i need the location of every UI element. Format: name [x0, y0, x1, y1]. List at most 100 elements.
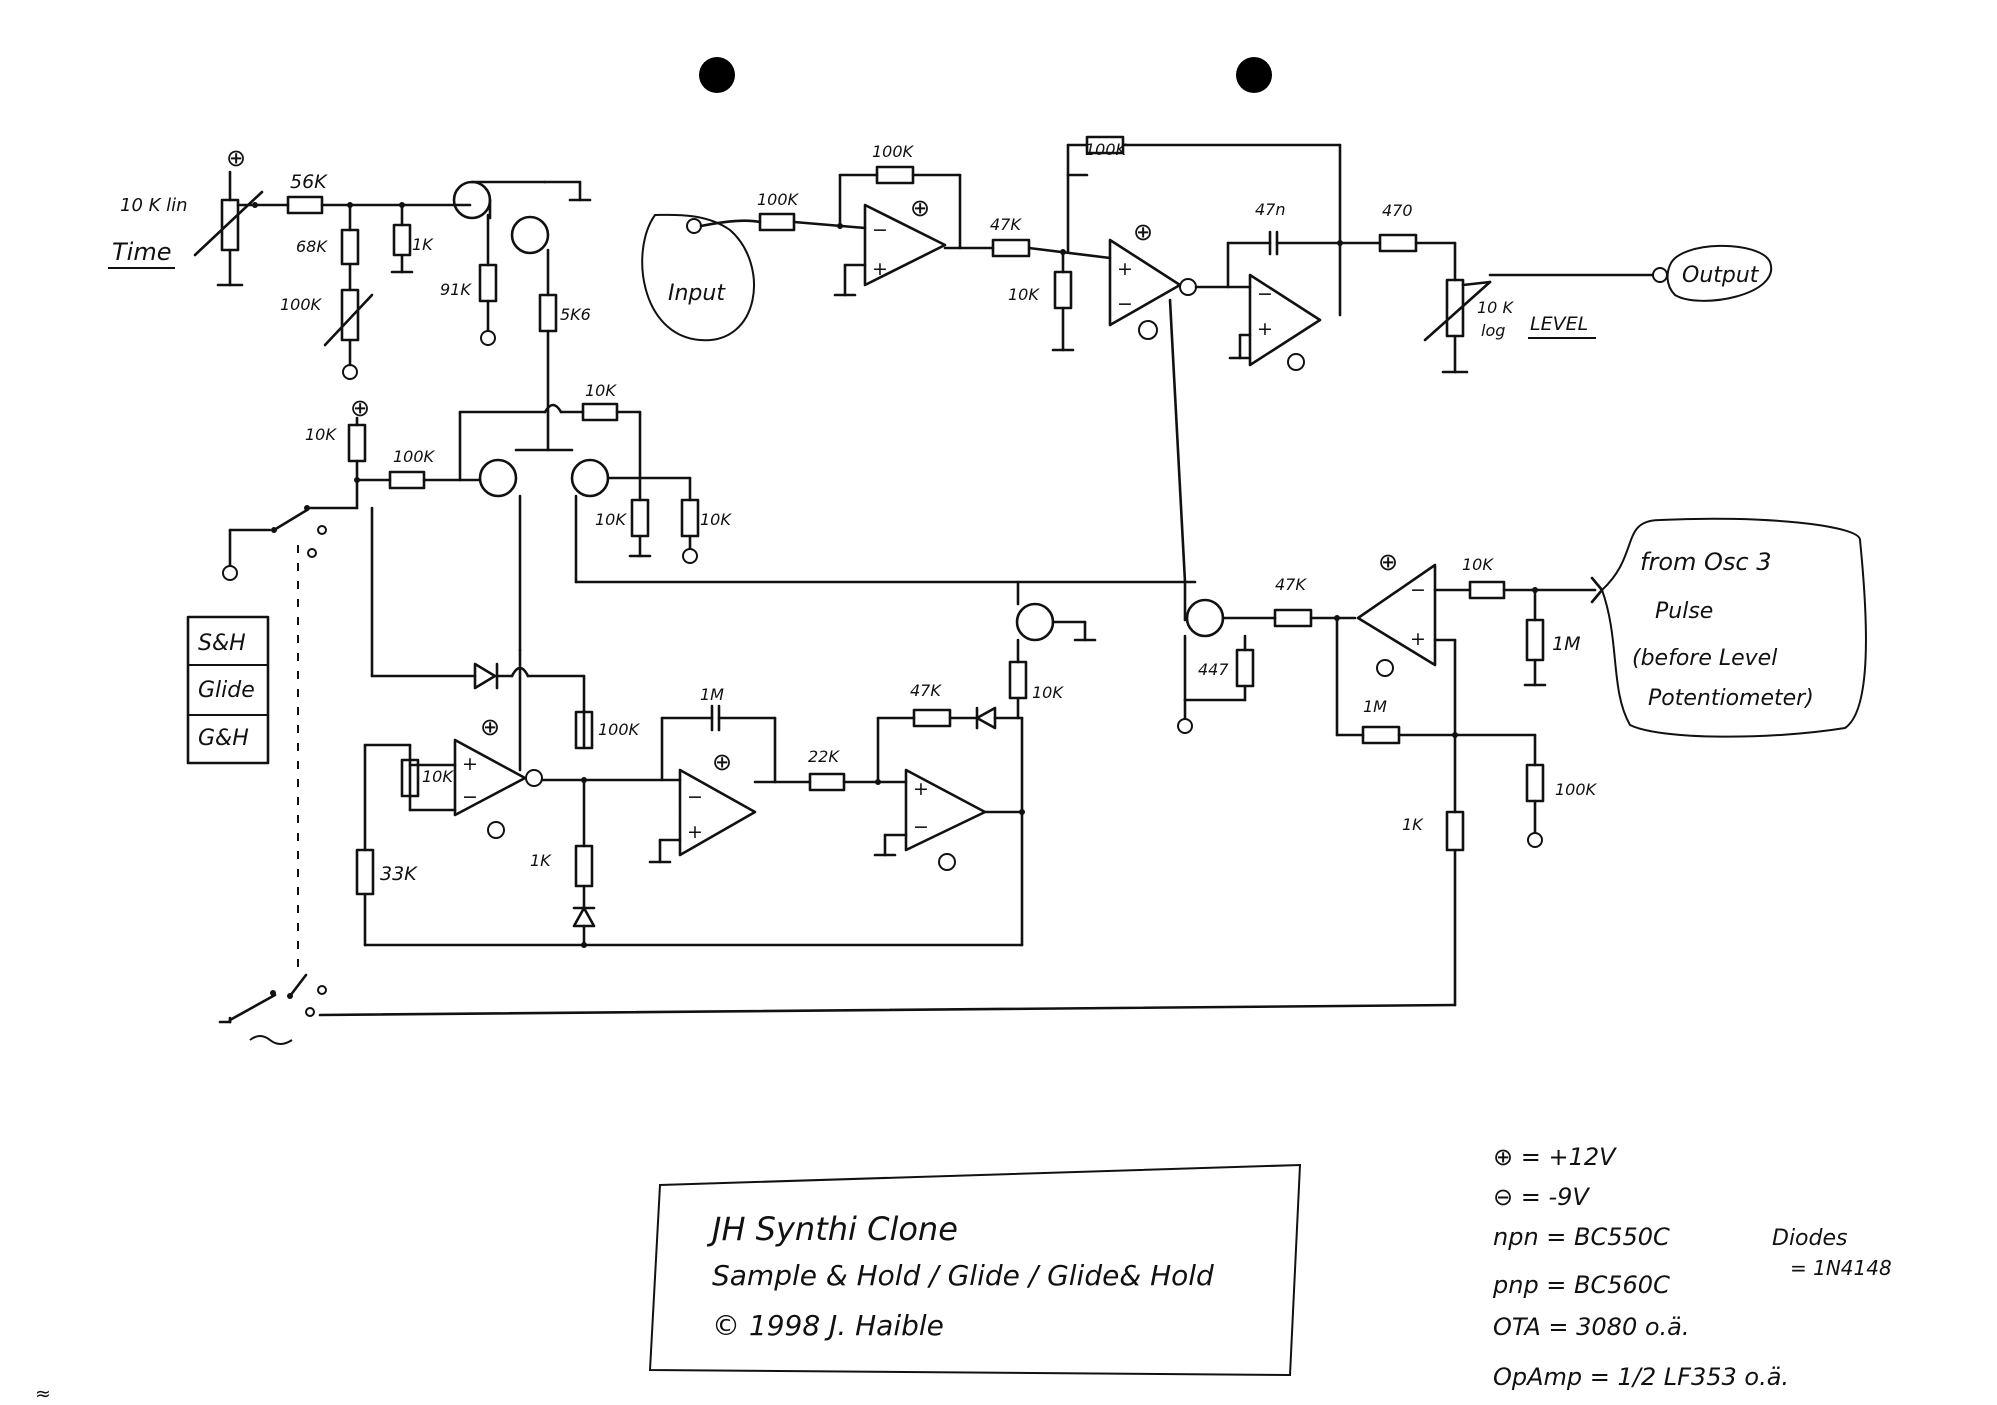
- label-1k-lower: 1K: [530, 851, 552, 870]
- opamp-glide-output: [904, 768, 987, 852]
- svg-text:−: −: [462, 786, 478, 808]
- registration-dot: [1236, 57, 1272, 93]
- label-68k: 68K: [296, 237, 328, 256]
- mode-switch-box: [186, 615, 270, 765]
- label-22k: 22K: [808, 747, 840, 766]
- time-label: Time: [112, 238, 171, 266]
- opamp-glide-buffer: [678, 768, 757, 857]
- svg-text:⊕: ⊕: [226, 144, 246, 172]
- osc-source-line3: (before Level: [1632, 646, 1777, 671]
- resistor-100k-lower: [574, 710, 594, 750]
- legend-pnp: pnp = BC560C: [1492, 1271, 1670, 1299]
- label-447: 447: [1198, 660, 1229, 679]
- osc-input-bubble: [1600, 517, 1867, 738]
- svg-text:+: +: [872, 258, 888, 280]
- resistor-56k: [286, 195, 324, 215]
- resistor-100k-fb1: [875, 165, 915, 185]
- resistor-1m-shunt: [1525, 618, 1545, 662]
- glide-section: + − ⊕ − + ⊕: [355, 580, 1097, 948]
- svg-text:−: −: [1410, 579, 1426, 601]
- svg-text:−: −: [1257, 283, 1273, 305]
- legend-npn: npn = BC550C: [1493, 1223, 1670, 1251]
- resistor-10k-q5: [1008, 660, 1028, 700]
- comparator: [1356, 563, 1437, 667]
- osc-source-line2: Pulse: [1655, 599, 1713, 624]
- level-pot-value: 10 K: [1477, 298, 1514, 317]
- input-bubble: [641, 213, 755, 342]
- resistor-1k-top: [392, 223, 412, 257]
- label-91k: 91K: [440, 280, 472, 299]
- label-10k-a: 10K: [595, 510, 627, 529]
- transistor-q2: [510, 215, 550, 255]
- control-transistor-section: ⊕: [347, 394, 1187, 652]
- label-100k-right: 100K: [1555, 780, 1598, 799]
- resistor-100k-control: [388, 470, 426, 490]
- label-100k-control: 100K: [393, 447, 436, 466]
- svg-text:−: −: [1117, 293, 1133, 315]
- label-10k-q5: 10K: [1032, 683, 1064, 702]
- title-line2: Sample & Hold / Glide / Glide& Hold: [712, 1259, 1214, 1292]
- resistor-447: [1235, 648, 1255, 688]
- svg-text:+: +: [1257, 318, 1273, 340]
- label-100k-input: 100K: [757, 190, 800, 209]
- resistor-22k: [808, 772, 846, 792]
- label-47k-right: 47K: [1275, 575, 1307, 594]
- title-block-frame: [648, 1163, 1302, 1377]
- resistor-33k: [355, 848, 375, 896]
- resistor-1k-lower: [574, 844, 594, 888]
- svg-text:⊕: ⊕: [910, 194, 930, 222]
- legend-opamp: OpAmp = 1/2 LF353 o.ä.: [1493, 1363, 1789, 1391]
- resistor-10k-b: [680, 498, 700, 538]
- resistor-10k-control: [347, 423, 367, 463]
- label-10k-b: 10K: [700, 510, 732, 529]
- resistor-5k6: [538, 293, 558, 333]
- label-47k-lower: 47K: [910, 681, 942, 700]
- svg-text:+: +: [913, 778, 929, 800]
- input-label: Input: [668, 281, 726, 306]
- resistor-68k: [340, 228, 360, 266]
- ota-lower: [453, 738, 527, 817]
- input-jack[interactable]: [686, 218, 702, 234]
- legend-ota: OTA = 3080 o.ä.: [1493, 1313, 1690, 1341]
- label-100k-fb1: 100K: [872, 142, 915, 161]
- svg-text:⊕: ⊕: [712, 748, 732, 776]
- transistor-q6: [1185, 598, 1225, 638]
- legend-diodes-title: Diodes: [1772, 1226, 1847, 1251]
- legend-diodes-type: = 1N4148: [1790, 1256, 1892, 1280]
- resistor-47k-right: [1273, 608, 1313, 628]
- input-chain: − + ⊕ + − ⊕ − +: [641, 135, 1773, 374]
- osc-source-line4: Potentiometer): [1648, 686, 1814, 711]
- label-47k-a: 47K: [990, 215, 1022, 234]
- svg-text:≈: ≈: [35, 1383, 51, 1405]
- switch-label-sh: S&H: [198, 631, 246, 656]
- svg-text:+: +: [1117, 258, 1133, 280]
- label-1m-shunt: 1M: [1552, 633, 1580, 655]
- resistor-100k-right: [1525, 763, 1545, 803]
- label-10k-ota: 10K: [1008, 285, 1040, 304]
- label-100k-fb2: 100K: [1085, 140, 1128, 159]
- transistor-q5: [1015, 602, 1055, 642]
- legend-plus: ⊕ = +12V: [1493, 1143, 1617, 1171]
- time-pot-resistor: [220, 198, 240, 252]
- svg-text:+: +: [687, 821, 703, 843]
- resistor-1k-right: [1445, 810, 1465, 852]
- resistor-100k-input: [758, 212, 796, 232]
- svg-text:⊕: ⊕: [1133, 218, 1153, 246]
- resistor-10k-osc: [1468, 580, 1506, 600]
- title-line3: © 1998 J. Haible: [712, 1309, 944, 1342]
- svg-text:−: −: [872, 219, 888, 241]
- label-trim-100k: 100K: [280, 295, 323, 314]
- svg-text:⊕: ⊕: [480, 713, 500, 741]
- label-33k: 33K: [380, 863, 418, 885]
- resistor-10k-ota: [1053, 270, 1073, 310]
- label-1k-right: 1K: [1402, 815, 1424, 834]
- mode-switch-lower: [218, 848, 1457, 1024]
- title-line1: JH Synthi Clone: [706, 1210, 958, 1248]
- resistor-1m-feedback: [1361, 725, 1401, 745]
- opamp-integrator: [1248, 273, 1322, 367]
- output-jack[interactable]: [1652, 267, 1668, 283]
- switch-label-glide: Glide: [198, 678, 255, 703]
- resistor-47k-a: [991, 238, 1031, 258]
- time-control-section: ⊕: [193, 144, 592, 452]
